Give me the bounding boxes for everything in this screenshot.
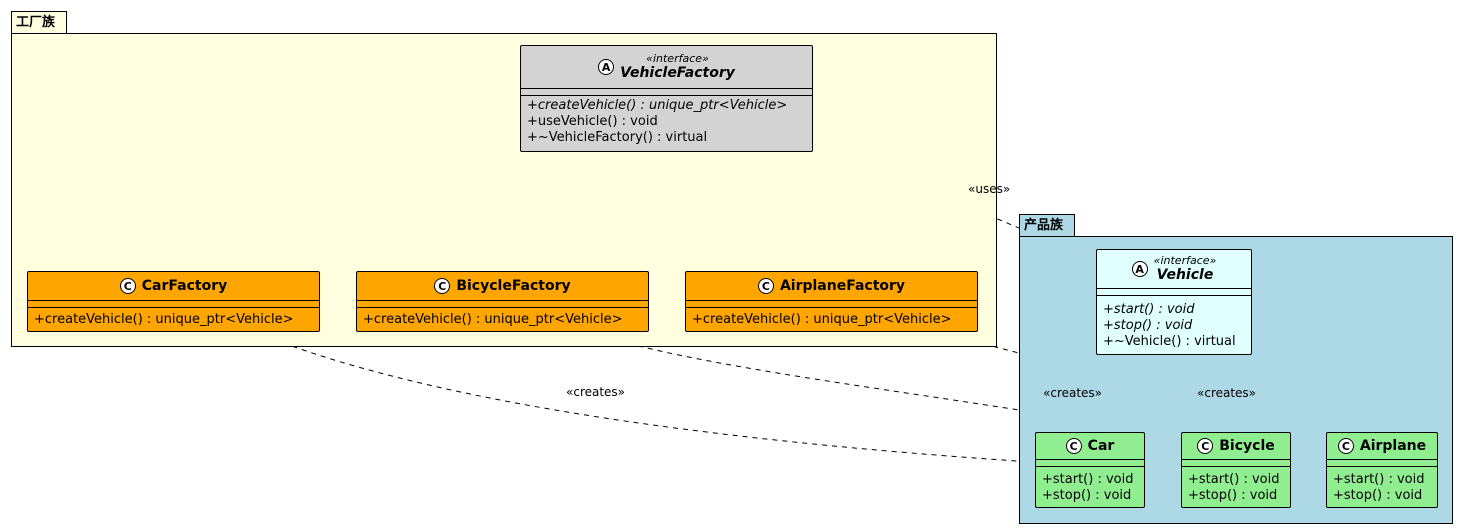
creates-label-airplane: «creates» (1197, 386, 1257, 400)
creates-label-car: «creates» (566, 385, 626, 399)
class-vehiclefactory[interactable]: A «interface» VehicleFactory +createVehi… (520, 45, 813, 152)
class-name: Car (1087, 437, 1115, 454)
abstract-class-icon: A (598, 59, 615, 75)
class-airplanefactory[interactable]: C AirplaneFactory +createVehicle() : uni… (685, 271, 978, 332)
method-row: +stop() : void (1188, 488, 1278, 503)
class-bicyclefactory[interactable]: C BicycleFactory +createVehicle() : uniq… (356, 271, 649, 332)
abstract-class-icon: A (1131, 261, 1148, 277)
class-icon: C (434, 278, 451, 294)
method-row: +useVehicle() : void (527, 114, 658, 129)
class-airplane[interactable]: C Airplane +start() : void +stop() : voi… (1326, 432, 1438, 508)
class-icon: C (757, 278, 774, 294)
method-row: +stop() : void (1103, 318, 1193, 333)
package-tab-factory: 工厂族 (11, 11, 67, 34)
stereotype-label: «interface» (1153, 253, 1217, 267)
class-icon: C (1197, 438, 1214, 454)
class-icon: C (1337, 438, 1354, 454)
method-row: +start() : void (1188, 472, 1280, 487)
class-name: VehicleFactory (620, 64, 735, 81)
class-vehicle[interactable]: A «interface» Vehicle +start() : void +s… (1096, 249, 1252, 355)
method-row: +start() : void (1042, 472, 1134, 487)
method-row: +createVehicle() : unique_ptr<Vehicle> (363, 312, 623, 327)
class-icon: C (1065, 438, 1082, 454)
class-name: AirplaneFactory (779, 277, 906, 294)
class-name: Bicycle (1219, 437, 1275, 454)
class-name: BicycleFactory (456, 277, 571, 294)
class-carfactory[interactable]: C CarFactory +createVehicle() : unique_p… (27, 271, 320, 332)
class-icon: C (119, 278, 136, 294)
method-row: +start() : void (1103, 302, 1195, 317)
class-name: Airplane (1359, 437, 1427, 454)
package-tab-product: 产品族 (1019, 214, 1075, 237)
class-name: Vehicle (1156, 266, 1214, 283)
method-row: +stop() : void (1333, 488, 1423, 503)
class-bicycle[interactable]: C Bicycle +start() : void +stop() : void (1181, 432, 1291, 508)
class-car[interactable]: C Car +start() : void +stop() : void (1035, 432, 1145, 508)
method-row: +createVehicle() : unique_ptr<Vehicle> (34, 312, 294, 327)
method-row: +stop() : void (1042, 488, 1132, 503)
creates-dependency-car (254, 331, 1032, 462)
method-row: +~Vehicle() : virtual (1103, 334, 1236, 349)
class-name: CarFactory (141, 277, 228, 294)
uses-label: «uses» (968, 182, 1011, 196)
method-row: +start() : void (1333, 472, 1425, 487)
stereotype-label: «interface» (646, 51, 709, 65)
creates-label-bicycle: «creates» (1043, 386, 1103, 400)
method-row: +createVehicle() : unique_ptr<Vehicle> (692, 312, 952, 327)
method-row: +createVehicle() : unique_ptr<Vehicle> (527, 98, 788, 113)
method-row: +~VehicleFactory() : virtual (527, 130, 708, 145)
